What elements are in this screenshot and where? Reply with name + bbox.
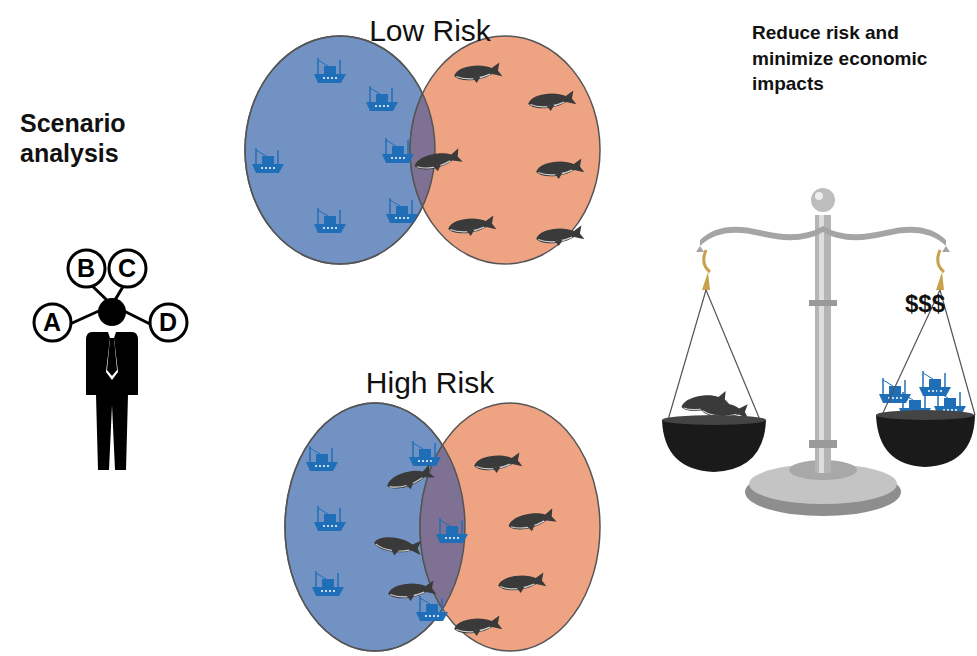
boat-icon <box>314 506 346 531</box>
boat-icon <box>306 446 338 471</box>
boat-icon <box>312 571 344 596</box>
option-letter: A <box>43 308 61 337</box>
boat-icon <box>386 198 418 223</box>
person-icon <box>70 280 150 470</box>
venn-title: Low Risk <box>330 14 530 47</box>
boat-icon <box>314 58 346 83</box>
whale-icon <box>536 225 585 247</box>
option-letter: C <box>118 254 136 283</box>
boat-icon <box>879 378 911 403</box>
option-circle: C <box>107 248 148 289</box>
venn-title: High Risk <box>320 366 540 399</box>
whale-icon <box>454 62 503 84</box>
money-label: $$$ <box>880 291 970 317</box>
boat-icon <box>919 371 951 396</box>
boat-icon <box>409 441 441 466</box>
heading-label: Reduce risk and minimize economic impact… <box>752 20 974 97</box>
whale-icon <box>413 148 464 175</box>
boat-icon <box>314 208 346 233</box>
option-letter: B <box>77 254 95 283</box>
low-risk-venn <box>245 36 600 264</box>
boat-icon <box>382 138 414 163</box>
option-circle: B <box>66 248 107 289</box>
whale-icon <box>454 615 503 637</box>
whale-icon <box>536 158 585 180</box>
balance-scale <box>662 188 975 516</box>
boat-icon <box>252 148 284 173</box>
option-circle: A <box>32 302 73 343</box>
option-letter: D <box>159 308 177 337</box>
whale-icon <box>507 508 558 535</box>
boat-icon <box>366 86 398 111</box>
heading-label: Scenario analysis <box>20 108 170 168</box>
whale-icon <box>372 533 423 560</box>
whale-icon <box>498 572 547 594</box>
whale-icon <box>385 464 436 495</box>
whale-icon <box>474 452 523 474</box>
high-risk-venn <box>285 403 600 651</box>
whale-icon <box>388 580 437 602</box>
option-circle: D <box>148 302 189 343</box>
boat-icon <box>436 518 468 543</box>
whale-icon <box>528 90 577 112</box>
boat-icon <box>416 596 448 621</box>
whale-icon <box>448 215 497 237</box>
